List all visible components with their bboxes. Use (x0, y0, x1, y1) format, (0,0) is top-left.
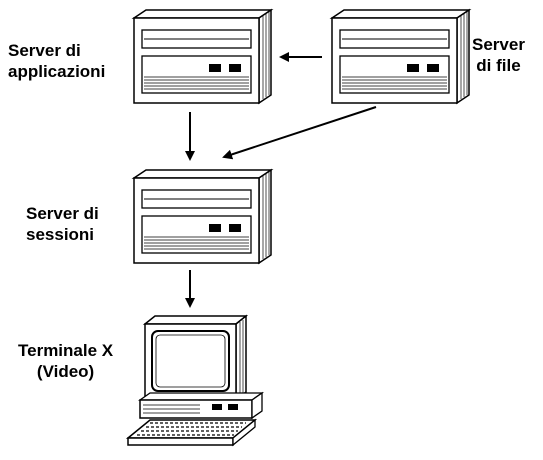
file-server-icon (331, 9, 470, 104)
file-server-label-line1: Server (472, 35, 525, 54)
terminal-label-line1: Terminale X (18, 341, 114, 360)
terminal-icon (137, 314, 265, 420)
terminal-label: Terminale X (Video) (18, 340, 113, 382)
session-server-label-line1: Server di (26, 204, 99, 223)
file-server-label-line2: di file (476, 56, 521, 75)
terminal-label-line2: (Video) (36, 362, 95, 381)
session-server-label-line2: sessioni (26, 225, 95, 244)
app-server-icon (133, 9, 272, 104)
session-server-icon (133, 169, 272, 264)
session-server-label: Server di sessioni (26, 203, 99, 245)
arrow-icon (222, 106, 377, 160)
file-server-label: Server di file (472, 34, 525, 76)
app-server-label-line2: applicazioni (8, 62, 106, 81)
app-server-label: Server di applicazioni (8, 40, 105, 82)
app-server-label-line1: Server di (8, 41, 81, 60)
keyboard-icon (125, 418, 258, 447)
